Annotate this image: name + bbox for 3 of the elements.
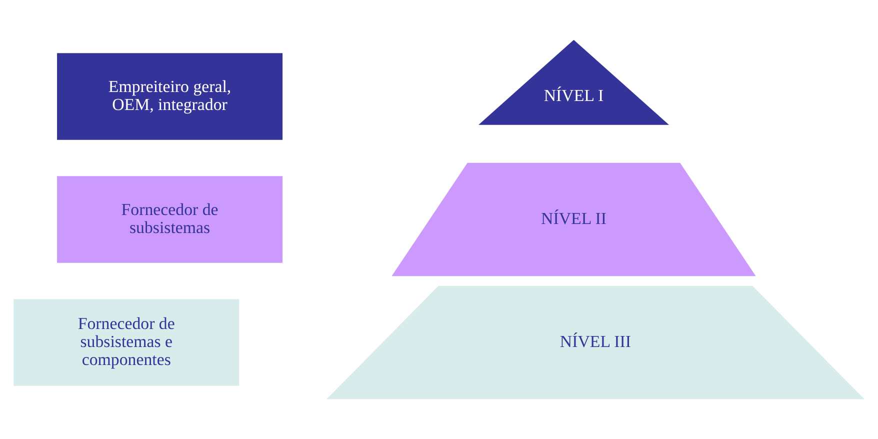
node-box: Fornecedor de subsistemas e componentes: [14, 299, 240, 386]
node-box: Fornecedor de subsistemas: [57, 176, 283, 263]
node-box: Empreiteiro geral, OEM, integrador: [57, 53, 283, 140]
